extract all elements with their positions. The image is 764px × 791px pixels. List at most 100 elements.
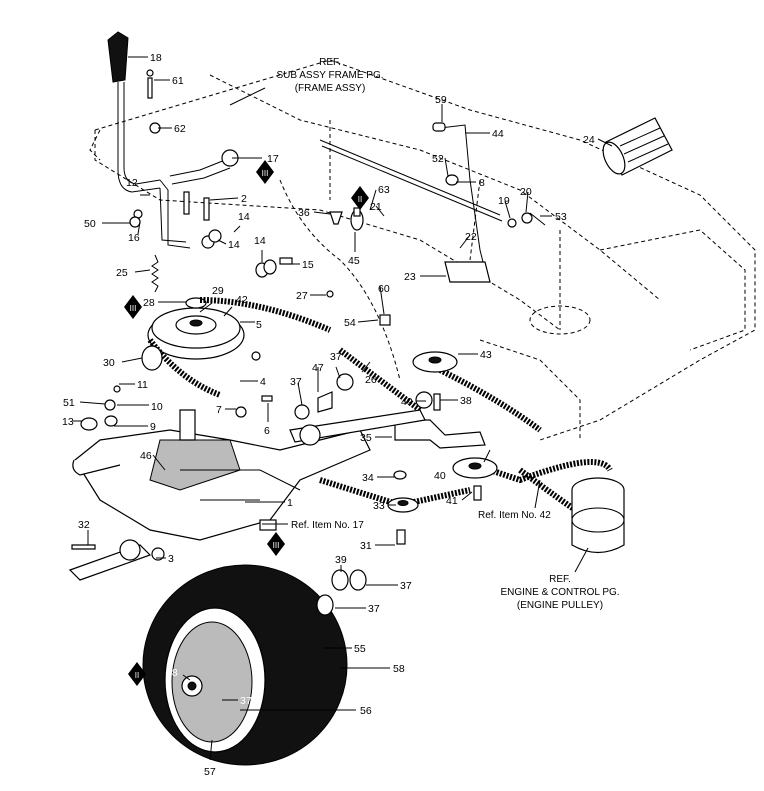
symbol-ii-1: III bbox=[256, 160, 274, 184]
svg-text:II: II bbox=[135, 671, 139, 680]
callout-34: 34 bbox=[362, 472, 374, 484]
callout-37-a: 37 bbox=[290, 376, 302, 388]
callout-29: 29 bbox=[212, 285, 224, 297]
symbol-ii-2: II bbox=[351, 186, 369, 210]
callout-39: 39 bbox=[335, 554, 347, 566]
callout-52: 52 bbox=[432, 153, 444, 165]
callout-55: 55 bbox=[354, 643, 366, 655]
callout-12: 12 bbox=[126, 177, 138, 189]
callout-62: 62 bbox=[174, 123, 186, 135]
svg-text:SUB ASSY FRAME PG.: SUB ASSY FRAME PG. bbox=[276, 70, 383, 81]
ref-item-17: Ref. Item No. 17 bbox=[291, 520, 364, 531]
callout-45: 45 bbox=[348, 255, 360, 267]
svg-text:REF.: REF. bbox=[319, 57, 341, 68]
callout-25: 25 bbox=[116, 267, 128, 279]
shift-lever bbox=[107, 31, 231, 249]
symbol-ii-5: II bbox=[128, 662, 146, 686]
callout-44: 44 bbox=[492, 128, 504, 140]
callout-3: 3 bbox=[168, 553, 174, 565]
callout-21: 21 bbox=[370, 201, 382, 213]
callout-26: 26 bbox=[365, 374, 377, 386]
callout-54: 54 bbox=[344, 317, 356, 329]
callout-56: 56 bbox=[360, 705, 372, 717]
figure-symbols: III II III III II bbox=[124, 160, 369, 686]
callout-leaders bbox=[73, 56, 613, 761]
callout-9: 9 bbox=[150, 421, 156, 433]
callout-19: 19 bbox=[498, 195, 510, 207]
svg-text:III: III bbox=[262, 169, 269, 178]
callout-37-c: 37 bbox=[400, 580, 412, 592]
callout-37-e: 37 bbox=[240, 695, 252, 707]
rear-wheel bbox=[142, 564, 348, 766]
callout-10: 10 bbox=[151, 401, 163, 413]
symbol-iii-4: III bbox=[267, 532, 285, 556]
callout-46: 46 bbox=[140, 450, 152, 462]
callout-4: 4 bbox=[260, 376, 266, 388]
callout-1: 1 bbox=[287, 497, 293, 509]
callout-33: 33 bbox=[373, 500, 385, 512]
callout-57: 57 bbox=[204, 766, 216, 778]
spring bbox=[151, 254, 159, 293]
callout-23: 23 bbox=[404, 271, 416, 283]
callout-24: 24 bbox=[583, 134, 595, 146]
svg-text:(ENGINE PULLEY): (ENGINE PULLEY) bbox=[517, 600, 603, 611]
callout-60: 60 bbox=[378, 283, 390, 295]
idler-pulleys bbox=[387, 351, 498, 513]
callout-31: 31 bbox=[360, 540, 372, 552]
hardware bbox=[71, 69, 546, 561]
callout-37-b: 37 bbox=[330, 351, 342, 363]
callout-63: 63 bbox=[378, 184, 390, 196]
callout-2: 2 bbox=[241, 193, 247, 205]
callout-58: 58 bbox=[393, 663, 405, 675]
svg-text:(FRAME ASSY): (FRAME ASSY) bbox=[295, 83, 366, 94]
callout-49: 49 bbox=[401, 396, 413, 408]
svg-text:III: III bbox=[273, 541, 280, 550]
callout-37-d: 37 bbox=[368, 603, 380, 615]
svg-text:III: III bbox=[130, 304, 137, 313]
callout-36: 36 bbox=[298, 207, 310, 219]
callout-51: 51 bbox=[63, 397, 75, 409]
callout-42: 42 bbox=[236, 294, 248, 306]
callout-labels: 18 61 62 17 2 12 50 16 14 14 14 15 25 28… bbox=[62, 52, 595, 778]
svg-text:II: II bbox=[358, 195, 362, 204]
callout-30: 30 bbox=[103, 357, 115, 369]
callout-16: 16 bbox=[128, 232, 140, 244]
callout-15: 15 bbox=[302, 259, 314, 271]
transaxle bbox=[68, 409, 426, 581]
callout-43: 43 bbox=[480, 349, 492, 361]
wheel-washers bbox=[316, 569, 367, 616]
callout-48: 48 bbox=[166, 667, 178, 679]
frame-assembly bbox=[89, 59, 756, 441]
callout-17: 17 bbox=[267, 153, 279, 165]
callout-14-a: 14 bbox=[238, 211, 250, 223]
symbol-iii-3: III bbox=[124, 295, 142, 319]
ref-frame-text: REF. SUB ASSY FRAME PG. (FRAME ASSY) bbox=[229, 57, 384, 106]
callout-14-c: 14 bbox=[254, 235, 266, 247]
callout-50: 50 bbox=[84, 218, 96, 230]
callout-38: 38 bbox=[460, 395, 472, 407]
callout-11: 11 bbox=[137, 379, 148, 391]
engine-pulley bbox=[571, 477, 625, 554]
callout-22: 22 bbox=[465, 231, 477, 243]
callout-14-b: 14 bbox=[228, 239, 240, 251]
pedal-grip bbox=[602, 117, 673, 176]
callout-59: 59 bbox=[435, 94, 447, 106]
callout-53: 53 bbox=[555, 211, 567, 223]
callout-32: 32 bbox=[78, 519, 90, 531]
callout-20: 20 bbox=[520, 186, 532, 198]
idler-bracket bbox=[394, 419, 486, 449]
brake-rod bbox=[319, 122, 503, 271]
callout-40: 40 bbox=[434, 470, 446, 482]
callout-8: 8 bbox=[479, 177, 485, 189]
ref-item-42: Ref. Item No. 42 bbox=[478, 510, 551, 521]
svg-text:ENGINE & CONTROL PG.: ENGINE & CONTROL PG. bbox=[500, 587, 619, 598]
callout-13: 13 bbox=[62, 416, 74, 428]
callout-7: 7 bbox=[216, 404, 222, 416]
callout-35: 35 bbox=[360, 432, 372, 444]
transmission-pulley bbox=[147, 297, 245, 360]
callout-18: 18 bbox=[150, 52, 162, 64]
callout-6: 6 bbox=[264, 425, 270, 437]
callout-27: 27 bbox=[296, 290, 308, 302]
callout-41: 41 bbox=[446, 495, 458, 507]
